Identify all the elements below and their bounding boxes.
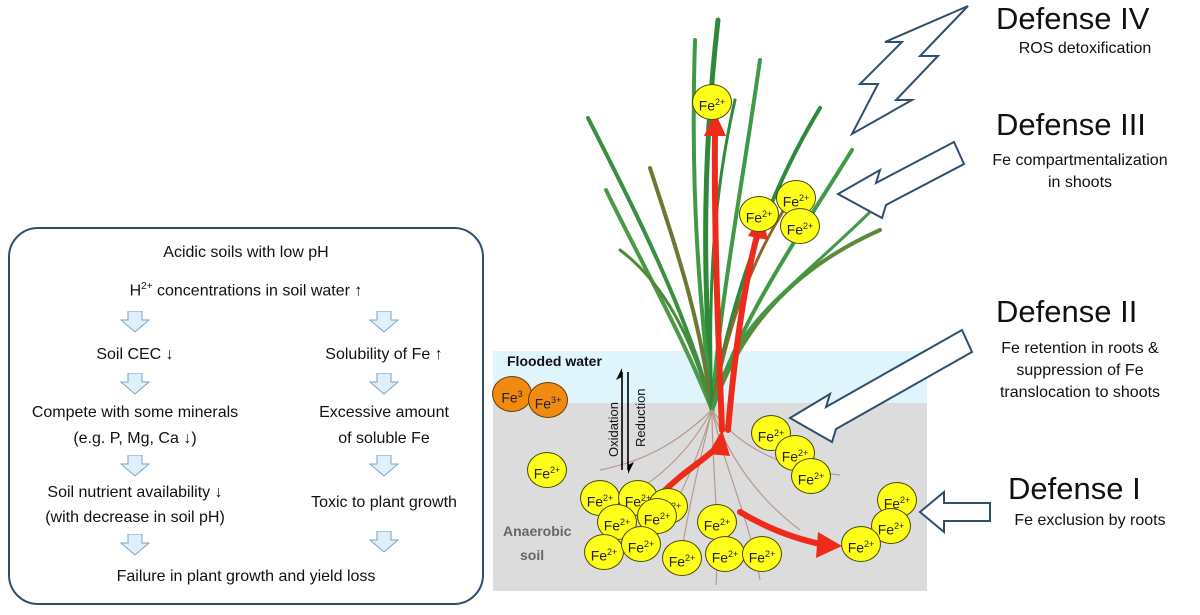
anaerobic-label-1: Anaerobic: [503, 523, 572, 539]
flow-bottom: Failure in plant growth and yield loss: [116, 568, 376, 585]
flow-right-4: Toxic to plant growth: [311, 494, 457, 511]
defense-4-desc: ROS detoxification: [1018, 40, 1152, 57]
fe2-ion: Fe2+: [662, 540, 702, 576]
defense-2-desc: Fe retention in roots & suppression of F…: [999, 340, 1161, 401]
defense-4-title: Defense IV: [996, 1, 1150, 36]
lightning-icon: [849, 5, 969, 137]
flow-left-5: (with decrease in soil pH): [45, 509, 225, 526]
defense-1-arrow-icon: [918, 489, 991, 535]
down-arrow-icon: [120, 373, 150, 395]
fe2-ion: Fe2+: [751, 415, 791, 451]
flow-right-1: Solubility of Fe ↑: [325, 346, 443, 363]
down-arrow-icon: [369, 311, 399, 333]
defense-3-title: Defense III: [996, 107, 1146, 142]
flow-box: Acidic soils with low pH H2+ concentrati…: [8, 227, 484, 605]
defense-2-arrow-icon: [788, 328, 974, 444]
anaerobic-label-2: soil: [520, 547, 545, 563]
defense-1-title: Defense I: [1008, 471, 1141, 506]
fe3-ion: Fe3+: [528, 382, 568, 418]
defense-3-desc: Fe compartmentalization in shoots: [992, 152, 1168, 191]
down-arrow-icon: [120, 534, 150, 556]
down-arrow-icon: [369, 531, 399, 553]
flow-top-2: H2+ concentrations in soil water ↑: [129, 281, 363, 300]
flow-top-1: Acidic soils with low pH: [163, 244, 329, 261]
fe2-ion: Fe2+: [739, 196, 779, 232]
down-arrow-icon: [120, 455, 150, 477]
fe2-ion: Fe2+: [697, 504, 737, 540]
down-arrow-icon: [369, 455, 399, 477]
fe2-ion: Fe2+: [705, 536, 745, 572]
fe2-ion: Fe2+: [692, 84, 732, 120]
fe2-ion: Fe2+: [780, 208, 820, 244]
down-arrow-icon: [120, 311, 150, 333]
fe2-ion: Fe2+: [637, 498, 677, 534]
fe2-ion: Fe2+: [841, 526, 881, 562]
flooded-water-label: Flooded water: [507, 353, 602, 369]
defense-1-desc: Fe exclusion by roots: [1014, 512, 1166, 529]
flow-right-3: of soluble Fe: [338, 430, 430, 447]
flow-right-2: Excessive amount: [319, 404, 449, 421]
reduction-label: Reduction: [633, 388, 648, 447]
flow-left-4: Soil nutrient availability ↓: [47, 484, 223, 501]
fe2-ion: Fe2+: [742, 536, 782, 572]
fe3-ion: Fe3: [492, 376, 532, 412]
flow-left-3: (e.g. P, Mg, Ca ↓): [73, 430, 197, 447]
fe2-ion: Fe2+: [527, 452, 567, 488]
fe2-ion: Fe2+: [621, 526, 661, 562]
defense-2-title: Defense II: [996, 294, 1138, 329]
down-arrow-icon: [369, 373, 399, 395]
flow-left-2: Compete with some minerals: [31, 404, 239, 421]
fe2-ion: Fe2+: [584, 534, 624, 570]
oxidation-label: Oxidation: [606, 402, 621, 457]
defense-3-arrow-icon: [835, 140, 966, 220]
flow-left-1: Soil CEC ↓: [96, 346, 174, 363]
fe2-ion: Fe2+: [791, 458, 831, 494]
